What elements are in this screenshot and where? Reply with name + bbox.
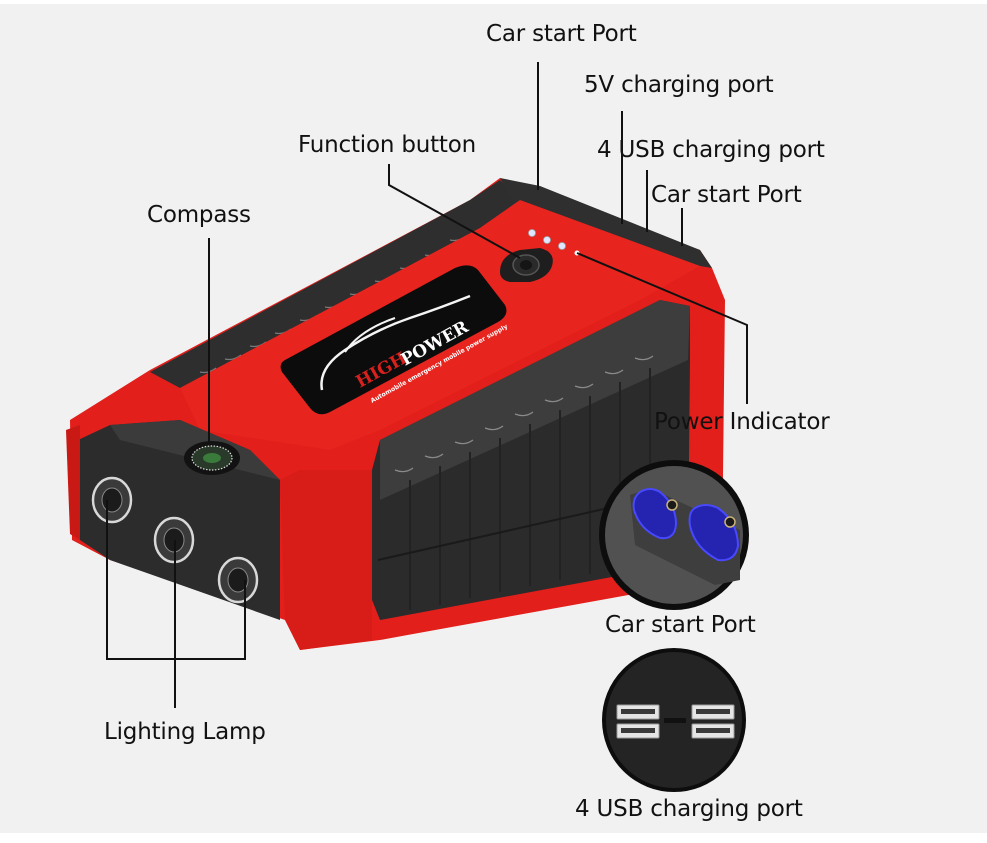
label-5v-charging-port: 5V charging port	[584, 72, 774, 98]
function-button	[500, 248, 553, 282]
label-4-usb-charging-port-inset: 4 USB charging port	[575, 796, 803, 822]
leader-function-button	[388, 164, 521, 259]
label-compass: Compass	[147, 202, 251, 228]
lamp-3	[217, 556, 259, 604]
label-power-indicator: Power Indicator	[654, 409, 830, 435]
label-car-start-port-top: Car start Port	[486, 21, 637, 47]
label-car-start-port-side: Car start Port	[651, 182, 802, 208]
usb-port-detail	[602, 648, 746, 792]
lamp-1	[91, 476, 133, 524]
leader-lines	[106, 62, 748, 708]
rear-rubber-edge	[150, 180, 520, 388]
bumper-grip-marks	[394, 355, 654, 473]
label-car-start-port-inset: Car start Port	[605, 612, 756, 638]
label-function-button: Function button	[298, 132, 477, 158]
car-start-port-detail	[599, 460, 749, 610]
jump-starter-device: HIGH POWER Automobile emergency mobile p…	[66, 178, 725, 650]
label-4-usb-charging-port-top: 4 USB charging port	[597, 137, 825, 163]
compass-dial	[184, 441, 240, 475]
port-side-panel	[500, 178, 712, 268]
label-lighting-lamp: Lighting Lamp	[104, 719, 266, 745]
leader-power-indicator	[576, 252, 748, 404]
